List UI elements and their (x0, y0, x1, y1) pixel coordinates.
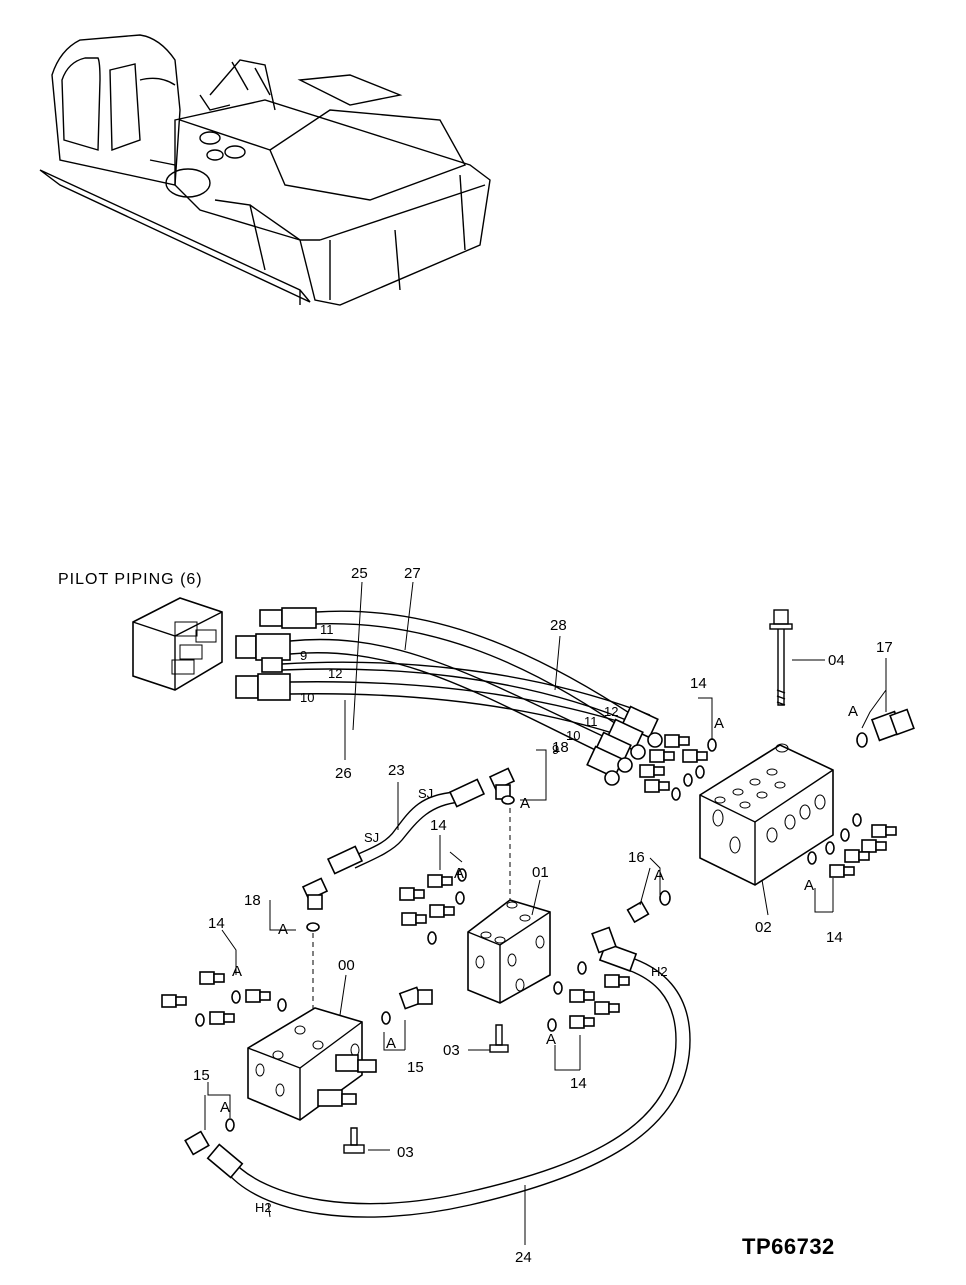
port-a-2: A (848, 703, 858, 720)
hose-end-fittings-pilot-side (235, 607, 317, 701)
callout-17: 17 (876, 639, 893, 656)
callout-25: 25 (351, 565, 368, 582)
callout-15-right: 15 (407, 1059, 424, 1076)
fittings-on-block-00 (317, 1054, 377, 1107)
port-a-11: A (220, 1099, 230, 1116)
callout-14-mid: 14 (430, 817, 447, 834)
port-a-10: A (546, 1031, 556, 1048)
drawing-reference: TP66732 (742, 1234, 835, 1259)
callout-27: 27 (404, 565, 421, 582)
mark-10-pilot: 10 (300, 690, 314, 705)
mark-10-manifold: 10 (566, 728, 580, 743)
callout-18-lower: 18 (244, 892, 261, 909)
mark-12-pilot: 12 (328, 666, 342, 681)
callout-02: 02 (755, 919, 772, 936)
leader-lines (204, 581, 887, 1245)
callout-00: 00 (338, 957, 355, 974)
mark-11-manifold: 11 (584, 714, 598, 729)
port-a-1: A (714, 715, 724, 732)
plug-fittings-14-left (161, 971, 287, 1027)
elbow-fitting-16 (626, 890, 671, 924)
mark-9-pilot: 9 (300, 648, 307, 663)
port-a-5: A (654, 867, 664, 884)
elbow-fitting-17 (856, 708, 915, 748)
callout-04: 04 (828, 652, 845, 669)
manifold-block-02 (699, 743, 834, 886)
plug-fittings-14-right (807, 813, 897, 878)
valve-block-01 (467, 808, 551, 1004)
callout-16: 16 (628, 849, 645, 866)
mark-12-manifold: 12 (604, 704, 618, 719)
hose-end-fittings-manifold-side (586, 705, 663, 786)
elbow-fitting-15-left (184, 1118, 235, 1156)
pilot-hoses (281, 610, 651, 759)
excavator-illustration (39, 34, 491, 306)
mark-9-manifold: 9 (552, 742, 559, 757)
plug-fittings-14-upper (639, 734, 717, 801)
callout-03-lower: 03 (397, 1144, 414, 1161)
mark-sj-upper: SJ (418, 786, 433, 801)
callout-numbers: 25 27 28 26 23 04 17 14 18 14 01 16 02 1… (193, 565, 893, 1266)
plug-fittings-14-mid (399, 868, 467, 945)
callout-26: 26 (335, 765, 352, 782)
hose-24 (206, 926, 691, 1218)
callout-18-upper: 18 (552, 739, 569, 756)
port-letters: A A A A A A A A A A A (220, 703, 858, 1116)
elbow-fitting-15-right (381, 986, 433, 1025)
callout-24: 24 (515, 1249, 532, 1266)
hose-marks: 11 9 12 10 12 11 10 9 SJ SJ H2 H2 (255, 622, 668, 1215)
port-a-9: A (386, 1035, 396, 1052)
port-a-7: A (278, 921, 288, 938)
callout-03-middle: 03 (443, 1042, 460, 1059)
elbow-fitting-18-lower (301, 877, 329, 1045)
callout-14-right: 14 (826, 929, 843, 946)
callout-23: 23 (388, 762, 405, 779)
mark-11-pilot: 11 (320, 622, 334, 637)
callout-01: 01 (532, 864, 549, 881)
port-a-6: A (804, 877, 814, 894)
callout-14-lower: 14 (570, 1075, 587, 1092)
bolt-03-lower (343, 1127, 365, 1154)
mark-h2-lower: H2 (255, 1200, 272, 1215)
port-a-8: A (232, 963, 242, 980)
port-a-4: A (454, 865, 464, 882)
callout-14-upper: 14 (690, 675, 707, 692)
bolt-04 (769, 609, 793, 706)
hose-23 (326, 778, 486, 875)
mark-sj-lower: SJ (364, 830, 379, 845)
pilot-piping-label: PILOT PIPING (6) (58, 571, 203, 588)
callout-15-left: 15 (193, 1067, 210, 1084)
callout-14-left: 14 (208, 915, 225, 932)
callout-28: 28 (550, 617, 567, 634)
mark-h2-upper: H2 (651, 964, 668, 979)
port-a-3: A (520, 795, 530, 812)
bolt-03-middle (489, 1024, 509, 1053)
plug-fittings-14-lower (547, 961, 630, 1032)
pilot-valve-block (132, 597, 223, 691)
elbow-fitting-18-upper (488, 767, 516, 805)
